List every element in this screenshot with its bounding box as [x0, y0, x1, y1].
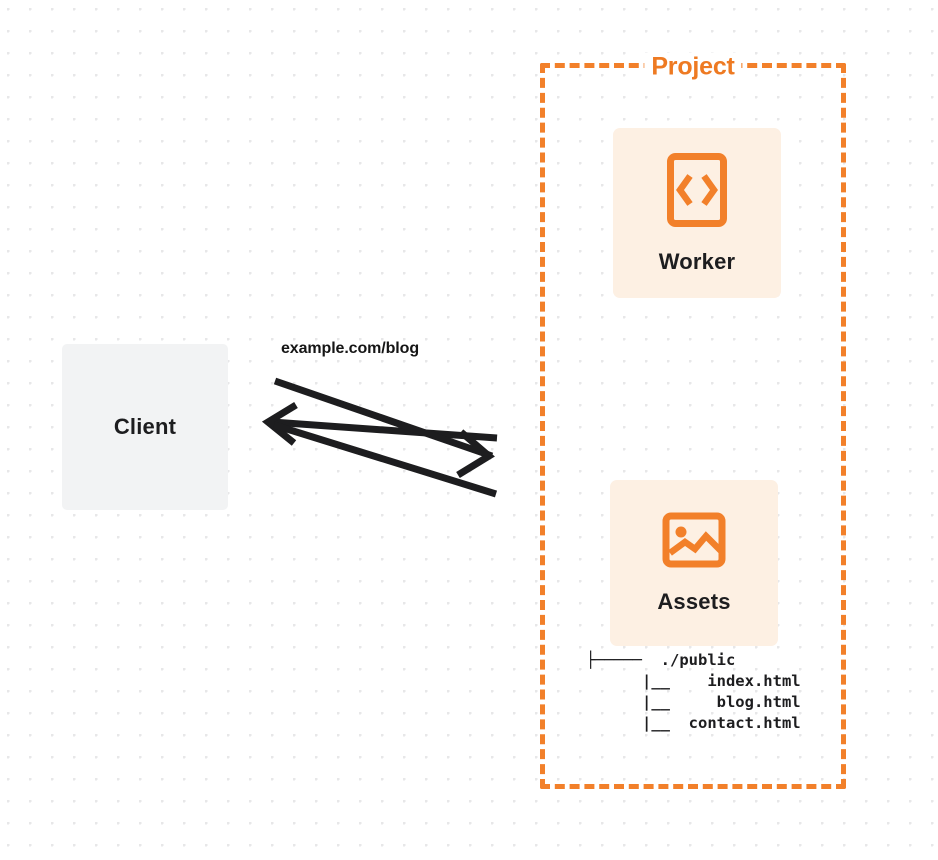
image-icon [662, 512, 726, 573]
node-assets-label: Assets [657, 588, 731, 614]
group-project-title: Project [644, 52, 742, 82]
response-arrow [261, 402, 498, 446]
node-assets[interactable]: Assets [610, 480, 778, 646]
request-arrow [272, 377, 498, 498]
edge-label-url: example.com/blog [281, 340, 419, 357]
node-worker-label: Worker [658, 248, 736, 274]
node-client-label: Client [113, 414, 177, 439]
code-brackets-icon [666, 152, 728, 233]
group-project[interactable]: Project [540, 52, 846, 789]
node-worker[interactable]: Worker [613, 128, 781, 298]
assets-file-tree: ├───── ./public |__ index.html |__ blog.… [586, 651, 801, 732]
node-client[interactable]: Client [62, 344, 228, 510]
